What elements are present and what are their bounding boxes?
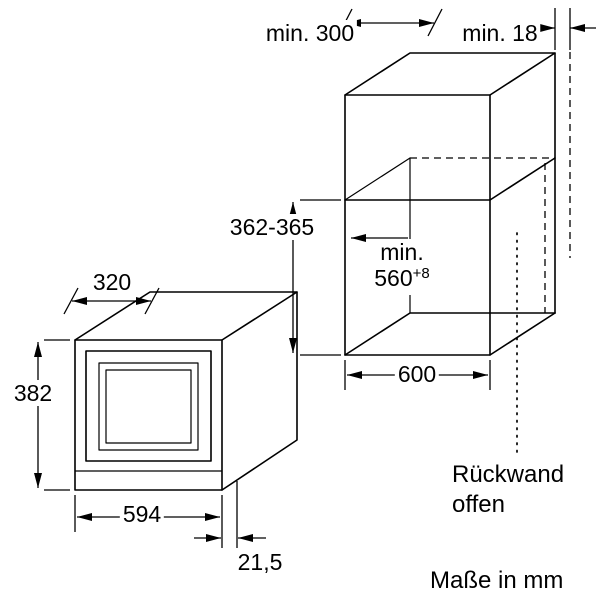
- dim-niche-depth-tolerance: +8: [412, 265, 430, 282]
- cabinet-drawing: [344, 52, 571, 453]
- dim-wall-gap-label: min. 18: [459, 20, 541, 46]
- dim-microwave-depth-label: 320: [89, 269, 135, 295]
- backwall-open-line1: Rückwand: [452, 461, 565, 488]
- dim-niche-depth-value: 560: [374, 265, 413, 291]
- dim-niche-depth-prefix: min.: [380, 239, 424, 265]
- dim-microwave-width-label: 594: [119, 501, 165, 527]
- backwall-open-line2: offen: [452, 491, 505, 518]
- dim-niche-height-label: 362-365: [226, 214, 318, 240]
- dim-niche-width-label: 600: [394, 361, 440, 387]
- cabinet-dimension-lines: [289, 8, 596, 390]
- dim-microwave-height-label: 382: [10, 380, 56, 406]
- microwave-drawing: [74, 291, 298, 491]
- backwall-open-note: Rückwand offen: [452, 460, 564, 520]
- dim-niche-depth-label: min. 560+8: [371, 239, 433, 295]
- units-note: Maße in mm: [430, 567, 564, 594]
- dim-niche-depth-value-row: 560+8: [374, 265, 429, 295]
- dim-top-depth-label: min. 300: [262, 20, 358, 46]
- dim-door-offset-label: 21,5: [234, 549, 286, 575]
